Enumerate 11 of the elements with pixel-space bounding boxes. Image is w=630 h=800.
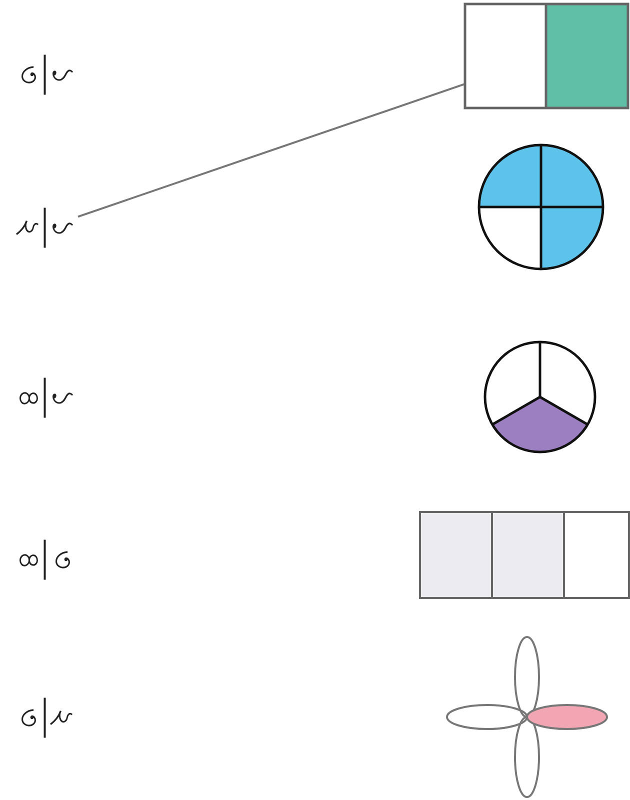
- halves-rectangle: [464, 2, 630, 110]
- thirds-rectangle: [419, 511, 630, 599]
- quarters-circle: [478, 144, 604, 270]
- connector-line: [78, 83, 466, 218]
- fraction: ১ ৩: [12, 54, 78, 95]
- fraction: ১ ৪: [12, 378, 78, 418]
- fraction: ১ ২: [12, 208, 78, 248]
- fraction: ৩ ৪: [12, 540, 78, 580]
- thirds-circle: [484, 340, 596, 454]
- fraction: ২ ৩: [12, 698, 78, 738]
- four-petal-flower-drawing: [446, 636, 608, 798]
